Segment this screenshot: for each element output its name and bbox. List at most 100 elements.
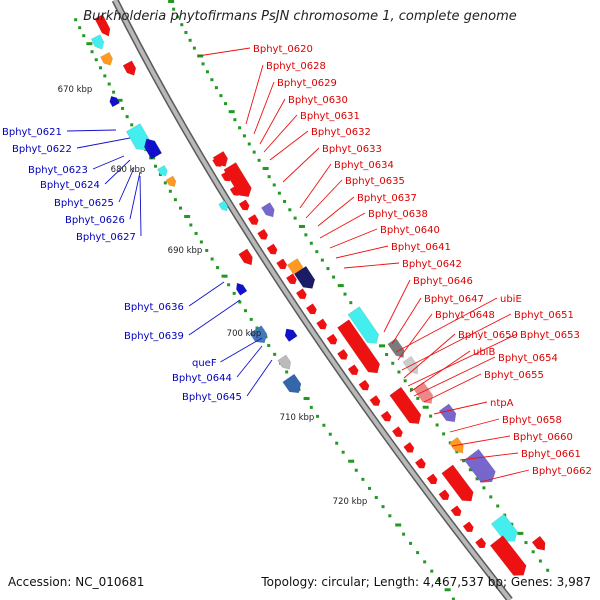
gene-label-bphyt-0644[interactable]: Bphyt_0644 [172, 373, 232, 384]
gc-dot [168, 189, 172, 193]
gene-arrow [223, 162, 252, 198]
gene-label-bphyt-0628[interactable]: Bphyt_0628 [266, 61, 326, 72]
gene-label-bphyt-0622[interactable]: Bphyt_0622 [12, 144, 72, 155]
genome-summary-text: Topology: circular; Length: 4,467,537 bp… [261, 575, 591, 589]
gene-label-bphyt-0641[interactable]: Bphyt_0641 [391, 242, 451, 253]
gene-label-bphyt-0621[interactable]: Bphyt_0621 [2, 127, 62, 138]
leader-line [245, 64, 264, 125]
gene-label-bphyt-0636[interactable]: Bphyt_0636 [124, 302, 184, 313]
gene-shape [277, 354, 291, 370]
gene-label-ubie[interactable]: ubiE [500, 294, 522, 305]
gene-arrow [380, 410, 392, 422]
gene-label-bphyt-0648[interactable]: Bphyt_0648 [435, 310, 495, 321]
gc-dot [199, 240, 203, 244]
gc-dot [397, 370, 401, 374]
gene-label-ntpa[interactable]: ntpA [490, 398, 514, 409]
gc-dot [94, 58, 98, 62]
gene-arrow [165, 175, 177, 187]
gene-label-bphyt-0623[interactable]: Bphyt_0623 [28, 165, 88, 176]
gene-label-bphyt-0633[interactable]: Bphyt_0633 [322, 144, 382, 155]
gene-shape [293, 265, 316, 289]
gene-arrow [212, 156, 223, 167]
gene-shape [236, 282, 248, 296]
leader-line [139, 175, 142, 237]
gc-dot [82, 34, 86, 38]
gene-shape [392, 426, 403, 437]
gc-dot [219, 94, 223, 98]
label-leader-lines [66, 47, 530, 483]
gene-arrow [347, 364, 359, 375]
gc-dot [168, 0, 175, 3]
gc-dot [430, 569, 434, 573]
gene-arrow [229, 185, 241, 196]
gene-label-bphyt-0637[interactable]: Bphyt_0637 [357, 193, 417, 204]
gene-label-bphyt-0639[interactable]: Bphyt_0639 [124, 331, 184, 342]
gene-label-bphyt-0645[interactable]: Bphyt_0645 [182, 392, 242, 403]
gene-arrow [387, 337, 405, 358]
gene-label-bphyt-0646[interactable]: Bphyt_0646 [413, 276, 473, 287]
gene-shape [337, 349, 348, 360]
gene-label-quef[interactable]: queF [192, 358, 217, 369]
gene-label-bphyt-0638[interactable]: Bphyt_0638 [368, 209, 428, 220]
gene-label-ubib[interactable]: ubiB [473, 347, 495, 358]
gene-shape [109, 95, 120, 108]
gene-shape [261, 202, 275, 218]
leader-line [409, 350, 471, 393]
gene-label-bphyt-0653[interactable]: Bphyt_0653 [520, 330, 580, 341]
gc-dot [99, 66, 103, 70]
gene-label-bphyt-0631[interactable]: Bphyt_0631 [300, 111, 360, 122]
gene-shape [403, 442, 415, 453]
gene-arrow [475, 537, 486, 548]
gc-dot [309, 405, 313, 409]
gene-label-bphyt-0647[interactable]: Bphyt_0647 [424, 294, 484, 305]
gene-arrow [144, 138, 163, 160]
gene-label-bphyt-0654[interactable]: Bphyt_0654 [498, 353, 558, 364]
gene-arrow [369, 395, 381, 406]
gene-label-bphyt-0634[interactable]: Bphyt_0634 [334, 160, 394, 171]
gene-label-bphyt-0629[interactable]: Bphyt_0629 [277, 78, 337, 89]
gene-arrow [438, 489, 450, 500]
gene-label-bphyt-0651[interactable]: Bphyt_0651 [514, 310, 574, 321]
gc-dot [335, 441, 339, 445]
gene-label-bphyt-0630[interactable]: Bphyt_0630 [288, 95, 348, 106]
gc-dot [227, 283, 231, 287]
gene-arrow [337, 349, 348, 360]
gene-label-bphyt-0624[interactable]: Bphyt_0624 [40, 180, 100, 191]
gene-label-bphyt-0661[interactable]: Bphyt_0661 [521, 449, 581, 460]
gene-shape [257, 228, 268, 240]
gene-label-bphyt-0658[interactable]: Bphyt_0658 [502, 415, 562, 426]
gene-labels[interactable]: Bphyt_0621Bphyt_0622Bphyt_0623Bphyt_0624… [2, 44, 592, 477]
gene-arrow [438, 403, 457, 423]
gene-shape [122, 60, 137, 76]
gene-label-bphyt-0662[interactable]: Bphyt_0662 [532, 466, 592, 477]
gc-dot [503, 513, 507, 517]
gene-label-bphyt-0655[interactable]: Bphyt_0655 [484, 370, 544, 381]
gene-label-bphyt-0650[interactable]: Bphyt_0650 [458, 330, 518, 341]
gene-label-bphyt-0640[interactable]: Bphyt_0640 [380, 225, 440, 236]
gene-arrow [489, 535, 527, 576]
gc-dot [402, 532, 406, 536]
gene-arrow [402, 355, 419, 375]
gc-dot [332, 275, 336, 279]
gc-dot [78, 26, 82, 30]
gc-dot [395, 523, 402, 527]
gene-label-bphyt-0635[interactable]: Bphyt_0635 [345, 176, 405, 187]
gene-label-bphyt-0627[interactable]: Bphyt_0627 [76, 232, 136, 243]
gene-label-bphyt-0632[interactable]: Bphyt_0632 [311, 127, 371, 138]
gene-label-bphyt-0660[interactable]: Bphyt_0660 [513, 432, 573, 443]
gene-shape [284, 328, 298, 343]
gc-dot [435, 423, 439, 427]
gc-dot [74, 18, 78, 22]
leader-line [188, 299, 241, 336]
gene-shape [249, 325, 268, 344]
gene-label-bphyt-0620[interactable]: Bphyt_0620 [253, 44, 313, 55]
leader-line [335, 245, 389, 259]
gc-dot [238, 126, 242, 130]
leader-line [76, 137, 131, 149]
gene-label-bphyt-0625[interactable]: Bphyt_0625 [54, 198, 114, 209]
gc-dot [283, 199, 287, 203]
gene-label-bphyt-0626[interactable]: Bphyt_0626 [65, 215, 125, 226]
gene-label-bphyt-0642[interactable]: Bphyt_0642 [402, 259, 462, 270]
gene-shape [475, 537, 486, 548]
gc-dot [238, 300, 242, 304]
